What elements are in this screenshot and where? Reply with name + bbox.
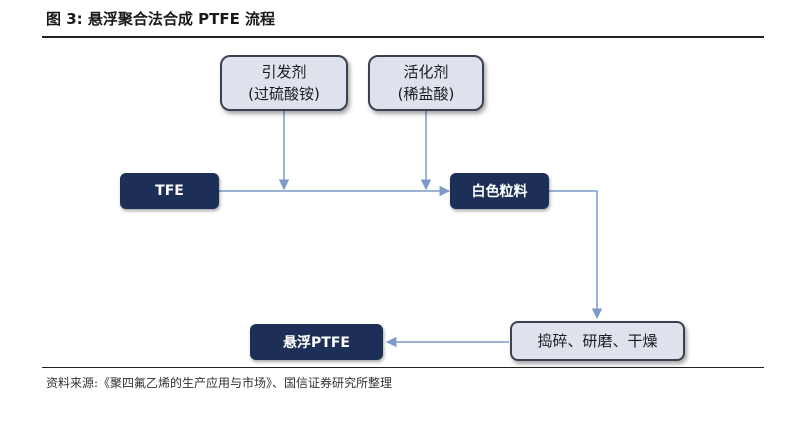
processing-box: 捣碎、研磨、干燥 xyxy=(510,321,685,361)
activator-box: 活化剂 (稀盐酸) xyxy=(368,55,484,111)
white-pellets-box: 白色粒料 xyxy=(450,173,549,209)
initiator-detail: (过硫酸铵) xyxy=(248,85,320,103)
tfe-box: TFE xyxy=(120,173,219,209)
arrow-pellets-to-processing xyxy=(549,190,603,320)
bottom-divider xyxy=(42,367,764,368)
activator-detail: (稀盐酸) xyxy=(397,85,455,103)
source-note: 资料来源:《聚四氟乙烯的生产应用与市场》、国信证券研究所整理 xyxy=(46,376,393,390)
figure-title: 图 3: 悬浮聚合法合成 PTFE 流程 xyxy=(46,10,276,28)
top-divider xyxy=(42,36,764,38)
initiator-name: 引发剂 xyxy=(261,63,307,81)
activator-name: 活化剂 xyxy=(403,63,449,81)
suspension-ptfe-box: 悬浮PTFE xyxy=(250,324,383,360)
initiator-box: 引发剂 (过硫酸铵) xyxy=(220,55,348,111)
